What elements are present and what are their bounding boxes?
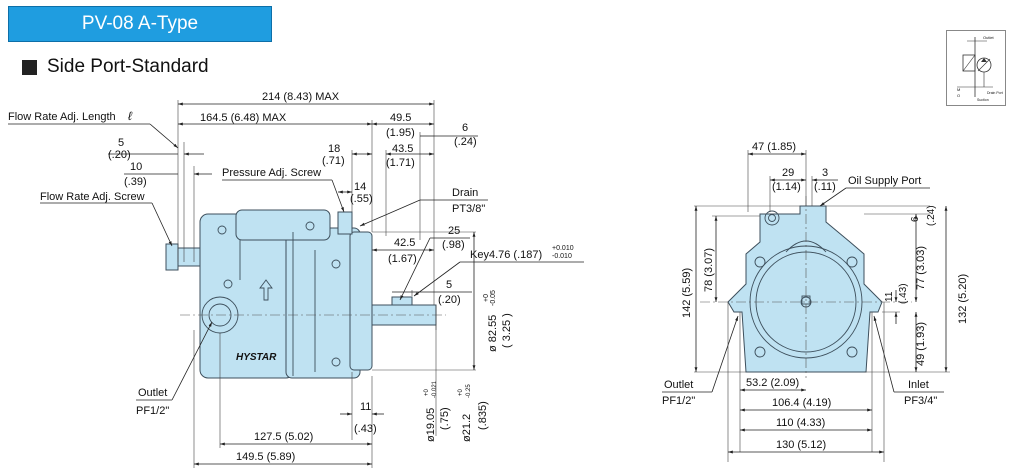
side-view: HYSTAR 214 (8.43) MAX 164.5 (6.48) MAX 4… <box>8 91 584 468</box>
inlet-label: Inlet <box>908 379 929 391</box>
dim-127: 127.5 (5.02) <box>254 431 313 443</box>
front-outlet-thread: PF1/2" <box>662 395 695 407</box>
dim-21: ø21.2 <box>461 414 473 442</box>
dim-82-tol-plus: +0 <box>483 294 490 302</box>
brand-logo: HYSTAR <box>236 352 277 363</box>
dim-78: 78 (3.07) <box>703 248 715 292</box>
square-bullet-icon <box>22 59 37 75</box>
dim-42: 42.5 <box>394 237 415 249</box>
dim-29: 29 <box>782 167 794 179</box>
dim-14-in: (.55) <box>350 193 373 205</box>
dim-19-in: (.75) <box>439 407 451 430</box>
dim-29-in: (1.14) <box>772 181 801 193</box>
key-label: Key4.76 (.187) <box>470 249 542 261</box>
drain-label: Drain <box>452 187 478 199</box>
side-view-pump-body: HYSTAR <box>165 209 446 379</box>
flow-rate-adj-screw-label: Flow Rate Adj. Screw <box>40 191 145 203</box>
section-heading: Side Port-Standard <box>22 56 209 78</box>
dim-19: ø19.05 <box>425 408 437 442</box>
dim-130: 130 (5.12) <box>776 439 826 451</box>
dim-149: 149.5 (5.89) <box>236 451 295 463</box>
dim-11-front: 11 <box>884 291 895 302</box>
front-outlet-label: Outlet <box>664 379 693 391</box>
dim-142: 142 (5.59) <box>681 268 693 318</box>
dim-164: 164.5 (6.48) MAX <box>200 112 287 124</box>
symbol-outlet-label: Outlet <box>983 35 995 40</box>
front-view: 47 (1.85) 29 (1.14) 3 (.11) Oil Supply P… <box>662 141 969 462</box>
dim-49-in: (1.95) <box>386 127 415 139</box>
inlet-thread: PF3/4" <box>904 395 937 407</box>
dim-5-key: 5 <box>446 279 452 291</box>
dim-11-side: 11 <box>360 401 371 413</box>
dim-42-in: (1.67) <box>388 253 417 265</box>
dim-6: 6 <box>462 122 468 134</box>
dim-19-tol-plus: +0 <box>424 388 430 396</box>
dim-10: 10 <box>130 161 142 173</box>
dim-47: 47 (1.85) <box>752 141 796 153</box>
dim-18: 18 <box>328 143 340 155</box>
key-tol-plus: +0.010 <box>552 245 574 252</box>
dim-3-in: (.11) <box>814 181 836 193</box>
dim-11-front-in: (.43) <box>898 283 909 304</box>
dim-21-in: (.835) <box>477 401 489 430</box>
dim-6-in: (.24) <box>454 136 477 148</box>
section-heading-text: Side Port-Standard <box>47 56 209 77</box>
hydraulic-symbol-icon: Outlet M O Drain Port Suction <box>957 35 1003 102</box>
dim-43: 43.5 <box>392 143 413 155</box>
dim-77: 77 (3.03) <box>915 246 927 290</box>
symbol-suction-label: Suction <box>977 98 989 102</box>
dim-49: 49.5 <box>390 112 411 124</box>
dim-6-front: 6 <box>910 216 921 222</box>
dim-82-in: ( 3.25 ) <box>501 313 513 348</box>
dim-110: 110 (4.33) <box>776 417 825 429</box>
side-outlet-label: Outlet <box>138 387 167 399</box>
dim-49-front: 49 (1.93) <box>915 322 927 366</box>
dim-5-left: 5 <box>118 137 124 149</box>
dim-25-in: (.98) <box>442 239 465 251</box>
dim-6-front-in: (.24) <box>926 205 937 226</box>
length-symbol: ℓ <box>128 109 133 123</box>
dim-18-in: (.71) <box>322 155 345 167</box>
dim-53: 53.2 (2.09) <box>746 377 799 389</box>
dim-43-in: (1.71) <box>386 157 415 169</box>
dim-5-key-in: (.20) <box>438 294 461 306</box>
drain-thread-label: PT3/8" <box>452 203 485 215</box>
dim-3: 3 <box>822 167 828 179</box>
dim-21-tol-plus: +0 <box>458 388 464 396</box>
dim-19-tol-minus: -0.021 <box>432 380 438 398</box>
dim-overall-max: 214 (8.43) MAX <box>262 91 340 103</box>
key-tol-minus: -0.010 <box>552 253 572 260</box>
flow-rate-adj-length-label: Flow Rate Adj. Length <box>8 111 116 123</box>
dim-5-left-in: (.20) <box>108 149 131 161</box>
front-view-pump-body <box>700 196 912 378</box>
symbol-o-label: O <box>957 93 960 98</box>
symbol-m-label: M <box>957 87 960 92</box>
dim-11-side-in: (.43) <box>354 423 377 435</box>
dim-10-in: (.39) <box>124 176 147 188</box>
page-title: PV-08 A-Type <box>81 13 199 34</box>
side-outlet-thread: PF1/2" <box>136 405 169 417</box>
dim-25: 25 <box>448 225 460 237</box>
dim-14: 14 <box>354 181 366 193</box>
symbol-drain-label: Drain Port <box>987 91 1003 95</box>
pressure-adj-screw-label: Pressure Adj. Screw <box>222 167 321 179</box>
dim-132: 132 (5.20) <box>957 274 969 324</box>
dim-82: ø 82.55 <box>487 315 499 352</box>
hydraulic-symbol: Outlet M O Drain Port Suction <box>946 30 1006 106</box>
dim-82-tol-minus: -0.05 <box>490 290 497 306</box>
oil-supply-port-label: Oil Supply Port <box>848 175 921 187</box>
dim-106: 106.4 (4.19) <box>772 397 831 409</box>
dim-21-tol-minus: -0.25 <box>466 384 472 398</box>
title-bar: PV-08 A-Type <box>8 6 272 42</box>
